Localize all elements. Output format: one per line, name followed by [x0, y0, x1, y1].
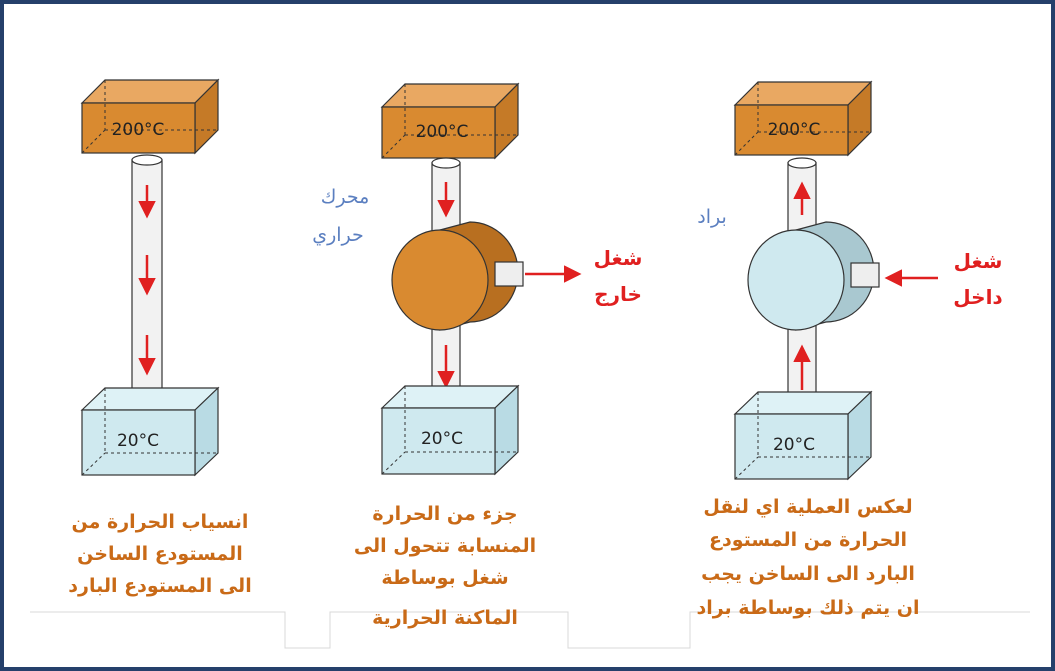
caption-line: الحرارة من المستودع	[709, 529, 907, 551]
panel-refrigerator: 200°C براد شغل داخل 20°C لعكس العملية ا	[696, 80, 1003, 619]
caption-line: الماكنة الحرارية	[372, 607, 518, 629]
hot-reservoir: 200°C	[80, 78, 220, 155]
hot-reservoir: 200°C	[380, 82, 520, 160]
baseline-divider	[30, 611, 1030, 649]
cold-temp-label: 20°C	[421, 429, 463, 449]
caption-line: جزء من الحرارة	[372, 503, 517, 525]
caption-line: المستودع الساخن	[77, 543, 243, 565]
cold-reservoir: 20°C	[80, 386, 220, 477]
engine-label: حراري	[312, 224, 364, 246]
cold-reservoir: 20°C	[733, 390, 873, 481]
work-in-label: شغل	[954, 249, 1003, 273]
cold-temp-label: 20°C	[117, 431, 159, 451]
caption-line: الى المستودع البارد	[68, 575, 251, 597]
output-shaft	[494, 261, 524, 287]
hot-temp-label: 200°C	[416, 122, 469, 142]
cold-temp-label: 20°C	[773, 435, 815, 455]
caption-line: شغل بوساطة	[381, 567, 508, 589]
caption-line: لعكس العملية اي لنقل	[703, 496, 912, 519]
hot-temp-label: 200°C	[768, 120, 821, 140]
engine-label: محرك	[321, 186, 370, 208]
panel-heat-flow: 200°C 20°C انسياب الحرارة من المستودع ال…	[68, 78, 252, 597]
engine-cylinder	[391, 221, 524, 331]
work-out-label: خارج	[594, 282, 642, 306]
caption-line: المنسابة تتحول الى	[354, 535, 536, 557]
hot-reservoir: 200°C	[733, 80, 873, 157]
panel-heat-engine: 200°C محرك حراري شغل خارج	[312, 82, 643, 629]
cold-reservoir: 20°C	[380, 384, 520, 476]
hot-temp-label: 200°C	[112, 120, 165, 140]
work-in-label: داخل	[953, 285, 1002, 309]
input-shaft	[850, 262, 880, 288]
caption-line: ان يتم ذلك بوساطة براد	[696, 597, 919, 619]
caption-line: البارد الى الساخن يجب	[701, 563, 915, 585]
fridge-label: براد	[697, 206, 727, 228]
work-out-label: شغل	[594, 246, 643, 270]
fridge-cylinder	[747, 221, 880, 331]
caption-line: انسياب الحرارة من	[72, 511, 249, 533]
